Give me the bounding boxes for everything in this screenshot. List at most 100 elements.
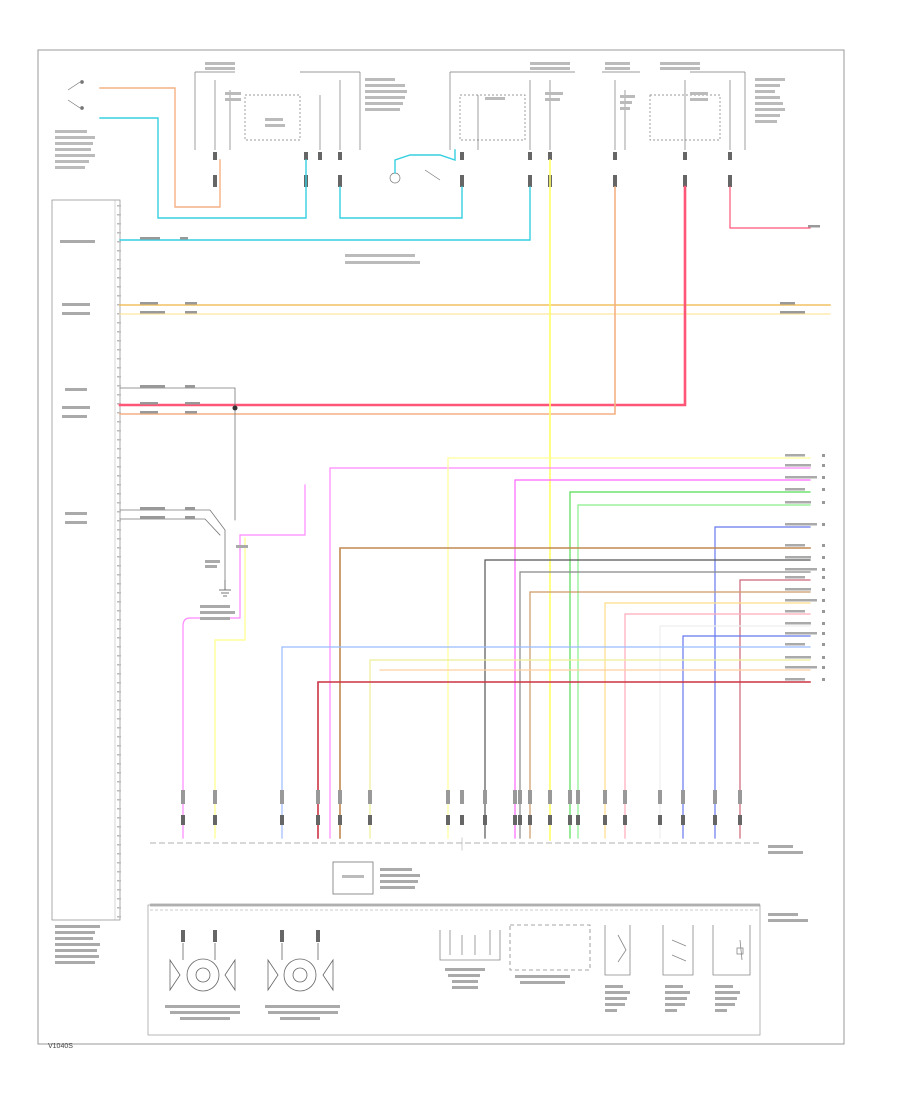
top-connector-pins: [213, 152, 732, 187]
continuation-label: [785, 588, 811, 591]
tcm-pin-tick: [117, 637, 121, 639]
connector-pin: [446, 815, 450, 825]
sensor-pins: [181, 930, 320, 942]
tcm-pin-tick: [117, 223, 121, 225]
connector-pin-label: [518, 790, 522, 804]
tcm-pin-tick: [117, 601, 121, 603]
tcm-pin-tick: [117, 259, 121, 261]
shift-solenoid-assembly: [509, 924, 591, 971]
tcm-pin-tick: [117, 781, 121, 783]
tcm-pin-tick: [117, 862, 121, 864]
tcm-pin-tick: [117, 250, 121, 252]
tcm-pin-tick: [117, 655, 121, 657]
continuation-number: [822, 678, 825, 681]
connector-pin: [368, 815, 372, 825]
tcm-pin-ticks: [117, 205, 121, 918]
connector-pin-label: [713, 790, 717, 804]
connector-pin: [460, 815, 464, 825]
continuation-number: [822, 501, 825, 504]
connector-pin-label: [623, 790, 627, 804]
continuation-number: [822, 632, 825, 635]
connector-pin-label: [280, 790, 284, 804]
tcm-pin-tick: [117, 808, 121, 810]
tcm-pin-tick: [117, 367, 121, 369]
continuation-label: [785, 610, 805, 613]
tcm-pin-tick: [117, 736, 121, 738]
connector-pin-label: [181, 790, 185, 804]
connector-pin-label: [738, 790, 742, 804]
chassis-connector-label: [768, 845, 803, 854]
tcm-pin-tick: [117, 646, 121, 648]
tcm-pin-tick: [117, 529, 121, 531]
tcm-pin-tick: [117, 457, 121, 459]
continuation-number: [822, 610, 825, 613]
continuation-label: [785, 523, 817, 526]
tcm-pin-tick: [117, 466, 121, 468]
continuation-label: [785, 622, 811, 625]
automatic-transmission-box: [147, 903, 761, 1036]
connector-pin: [658, 815, 662, 825]
top-relay-block: [67, 71, 746, 184]
tcm-pin-tick: [117, 835, 121, 837]
tcm-pin-tick: [117, 709, 121, 711]
continuation-label: [785, 544, 805, 547]
transmission-label: [768, 913, 808, 922]
tcm-pin-tick: [117, 763, 121, 765]
connector-pin: [181, 815, 185, 825]
turbine-speed-sensor: [267, 943, 334, 992]
sensor-labels: [165, 1005, 340, 1020]
continuation-number: [822, 666, 825, 669]
connector-pin: [528, 815, 532, 825]
connector-pin-label: [513, 790, 517, 804]
connector-pin-label: [213, 790, 217, 804]
tcm-pin-tick: [117, 205, 121, 207]
tcm-pin-tick: [117, 268, 121, 270]
tcm-pin-tick: [117, 790, 121, 792]
continuation-label: [785, 599, 817, 602]
tcm-pin-tick: [117, 394, 121, 396]
connector-pin: [623, 815, 627, 825]
ground-point: [219, 580, 231, 597]
continuation-number: [822, 488, 825, 491]
continuation-number: [822, 476, 825, 479]
tcm-pin-tick: [117, 691, 121, 693]
tcm-pin-tick: [117, 358, 121, 360]
connector-pin-label: [658, 790, 662, 804]
transmission-range-label: [445, 968, 485, 989]
continuation-number: [822, 588, 825, 591]
tcm-pin-tick: [117, 916, 121, 918]
connector-pin: [576, 815, 580, 825]
tcm-pin-tick: [117, 628, 121, 630]
inline-module: [332, 861, 420, 895]
continuation-label: [785, 666, 817, 669]
connector-pin: [213, 815, 217, 825]
connector-pin-label: [446, 790, 450, 804]
transmission-range-switch: [439, 930, 501, 961]
tcm-pin-tick: [117, 817, 121, 819]
continuation-number: [822, 454, 825, 457]
tcm-pin-tick: [117, 799, 121, 801]
continuation-label: [785, 556, 811, 559]
tcm-pin-tick: [117, 304, 121, 306]
continuation-number: [822, 622, 825, 625]
tcm-pin-tick: [117, 673, 121, 675]
continuation-label: [785, 576, 805, 579]
tcm-pin-tick: [117, 331, 121, 333]
tcm-pin-tick: [117, 484, 121, 486]
connector-pin: [681, 815, 685, 825]
tcm-pin-tick: [117, 286, 121, 288]
tcm-pin-tick: [117, 700, 121, 702]
tcm-pin-tick: [117, 475, 121, 477]
ground-splice: [232, 405, 238, 411]
tcm-pin-tick: [117, 277, 121, 279]
wire-color-labels: [140, 225, 820, 519]
tcm-pin-tick: [117, 412, 121, 414]
top-label-blocks: [55, 62, 785, 264]
chassis-connector-pins: [181, 790, 742, 825]
continuation-number: [822, 599, 825, 602]
tcm-pin-tick: [117, 385, 121, 387]
tcm-pin-tick: [117, 889, 121, 891]
tcm-pin-tick: [117, 313, 121, 315]
tcm-pin-tick: [117, 880, 121, 882]
shift-solenoid-label: [515, 975, 570, 984]
